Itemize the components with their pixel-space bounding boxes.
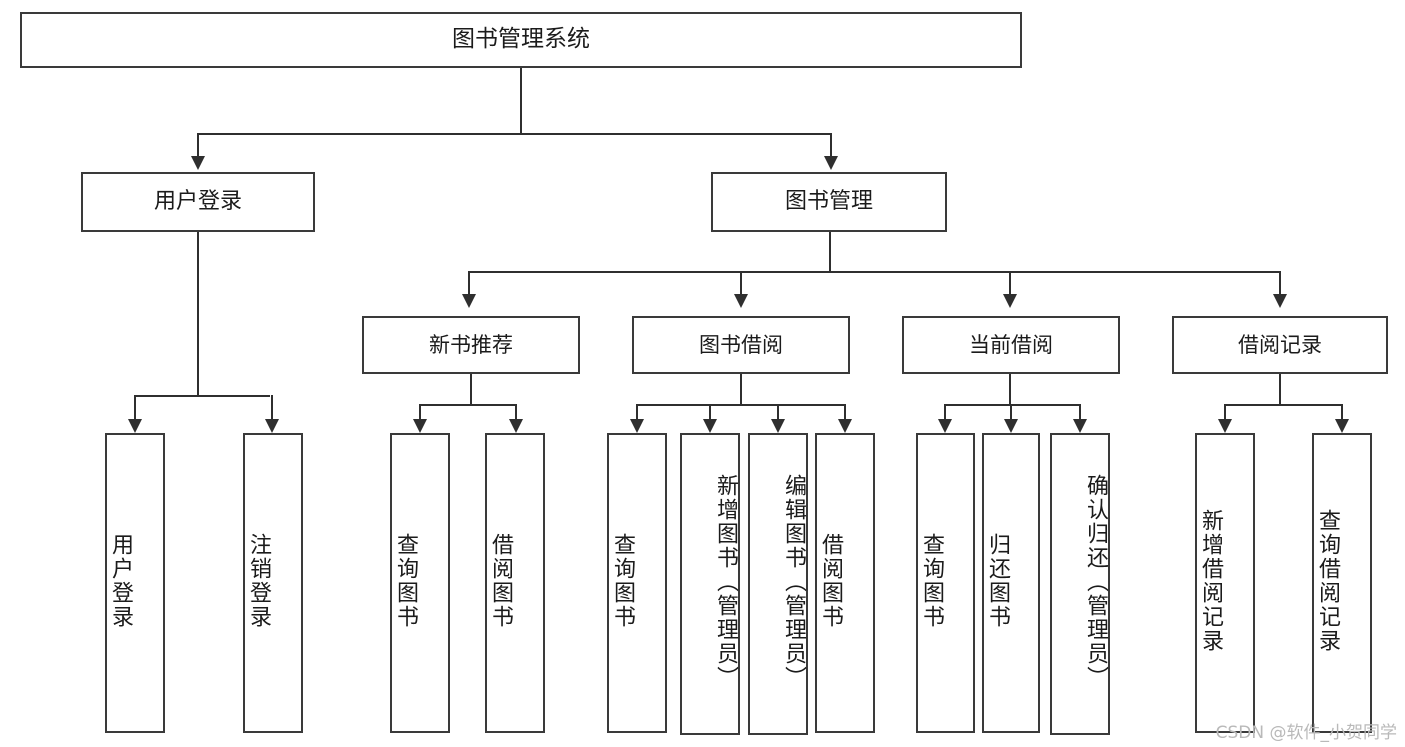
edge-bm-to-current-borrow	[1009, 271, 1011, 297]
arrow-br-to-leaf-1	[1218, 419, 1232, 433]
node-label: 查询图书	[392, 533, 418, 629]
arrow-cb-to-leaf-3	[1073, 419, 1087, 433]
node-label: 图书管理	[784, 189, 873, 215]
node-label: 借阅图书	[817, 533, 843, 629]
node-label: 新增图书（管理员）	[713, 474, 738, 690]
edge-borrow-record-bus	[1224, 404, 1342, 406]
edge-user-login-to-leaf-2	[271, 395, 273, 422]
node-label: 查询图书	[609, 533, 635, 629]
node-label: 借阅记录	[1238, 332, 1322, 357]
node-label: 编辑图书（管理员）	[781, 474, 806, 690]
leaf-borrow-record-add-record[interactable]: 新增借阅记录	[1195, 433, 1255, 733]
leaf-book-borrow-borrow-book[interactable]: 借阅图书	[815, 433, 875, 733]
edge-book-borrow-bus	[636, 404, 844, 406]
node-label: 归还图书	[984, 533, 1010, 629]
node-label: 注销登录	[245, 533, 271, 629]
edge-book-borrow-trunk	[740, 374, 742, 405]
node-book-management[interactable]: 图书管理	[711, 172, 947, 232]
node-book-borrow[interactable]: 图书借阅	[632, 316, 850, 374]
node-label: 图书管理系统	[452, 26, 590, 53]
edge-root-to-user-login	[197, 133, 199, 159]
leaf-current-borrow-return-book[interactable]: 归还图书	[982, 433, 1040, 733]
edge-br-to-leaf-2	[1341, 404, 1343, 422]
edge-cb-to-leaf-2	[1010, 404, 1012, 422]
edge-user-login-to-leaf-1	[134, 395, 136, 422]
watermark-text: CSDN @软件_小贺同学	[1215, 723, 1397, 743]
arrow-bb-to-leaf-3	[771, 419, 785, 433]
edge-root-bus	[197, 133, 832, 135]
leaf-user-login-logout[interactable]: 注销登录	[243, 433, 303, 733]
edge-current-borrow-trunk	[1009, 374, 1011, 405]
edge-new-book-to-leaf-1	[419, 404, 421, 422]
edge-bm-to-book-borrow	[740, 271, 742, 297]
arrow-bm-to-borrow-record	[1273, 294, 1287, 308]
leaf-current-borrow-query-book[interactable]: 查询图书	[916, 433, 975, 733]
leaf-book-borrow-query-book[interactable]: 查询图书	[607, 433, 667, 733]
edge-cb-to-leaf-1	[944, 404, 946, 422]
node-user-login[interactable]: 用户登录	[81, 172, 315, 232]
arrow-new-book-to-leaf-1	[413, 419, 427, 433]
edge-bm-to-new-book	[468, 271, 470, 297]
edge-bm-to-borrow-record	[1279, 271, 1281, 297]
edge-br-to-leaf-1	[1224, 404, 1226, 422]
node-label: 用户登录	[107, 533, 133, 629]
arrow-cb-to-leaf-2	[1004, 419, 1018, 433]
arrow-root-to-user-login	[191, 156, 205, 170]
edge-book-management-trunk	[829, 232, 831, 272]
arrow-cb-to-leaf-1	[938, 419, 952, 433]
edge-user-login-trunk	[197, 232, 199, 396]
node-label: 新书推荐	[429, 332, 513, 357]
edge-root-trunk	[520, 68, 522, 134]
leaf-user-login-login[interactable]: 用户登录	[105, 433, 165, 733]
edge-root-to-book-management	[830, 133, 832, 159]
arrow-bm-to-current-borrow	[1003, 294, 1017, 308]
edge-cb-to-leaf-3	[1079, 404, 1081, 422]
arrow-br-to-leaf-2	[1335, 419, 1349, 433]
edge-bb-to-leaf-4	[844, 404, 846, 422]
arrow-bm-to-book-borrow	[734, 294, 748, 308]
arrow-user-login-to-leaf-1	[128, 419, 142, 433]
edge-new-book-bus	[419, 404, 517, 406]
node-label: 新增借阅记录	[1197, 509, 1223, 653]
arrow-bm-to-new-book	[462, 294, 476, 308]
edge-current-borrow-bus	[944, 404, 1080, 406]
leaf-new-book-borrow-book[interactable]: 借阅图书	[485, 433, 545, 733]
edge-bb-to-leaf-3	[777, 404, 779, 422]
edge-bb-to-leaf-1	[636, 404, 638, 422]
node-label: 确认归还（管理员）	[1083, 474, 1108, 690]
leaf-borrow-record-query-record[interactable]: 查询借阅记录	[1312, 433, 1372, 733]
node-label: 查询图书	[918, 533, 944, 629]
arrow-new-book-to-leaf-2	[509, 419, 523, 433]
leaf-book-borrow-add-book-admin[interactable]: 新增图书（管理员）	[680, 433, 740, 735]
node-label: 用户登录	[153, 189, 242, 215]
edge-new-book-to-leaf-2	[515, 404, 517, 422]
leaf-book-borrow-edit-book-admin[interactable]: 编辑图书（管理员）	[748, 433, 808, 735]
arrow-bb-to-leaf-1	[630, 419, 644, 433]
leaf-current-borrow-confirm-return-admin[interactable]: 确认归还（管理员）	[1050, 433, 1110, 735]
arrow-bb-to-leaf-4	[838, 419, 852, 433]
edge-bb-to-leaf-2	[709, 404, 711, 422]
leaf-new-book-query-book[interactable]: 查询图书	[390, 433, 450, 733]
node-label: 查询借阅记录	[1314, 509, 1340, 653]
node-root-book-management-system[interactable]: 图书管理系统	[20, 12, 1022, 68]
edge-user-login-bus	[134, 395, 270, 397]
edge-new-book-trunk	[470, 374, 472, 405]
arrow-root-to-book-management	[824, 156, 838, 170]
edge-borrow-record-trunk	[1279, 374, 1281, 405]
edge-book-management-bus	[468, 271, 1279, 273]
node-new-book-recommend[interactable]: 新书推荐	[362, 316, 580, 374]
node-label: 借阅图书	[487, 533, 513, 629]
node-label: 当前借阅	[969, 332, 1053, 357]
arrow-bb-to-leaf-2	[703, 419, 717, 433]
arrow-user-login-to-leaf-2	[265, 419, 279, 433]
node-borrow-record[interactable]: 借阅记录	[1172, 316, 1388, 374]
node-current-borrow[interactable]: 当前借阅	[902, 316, 1120, 374]
node-label: 图书借阅	[699, 332, 783, 357]
